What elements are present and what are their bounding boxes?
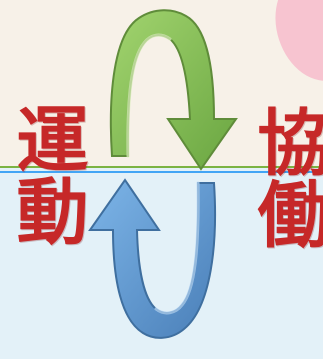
right-vertical-label: 協働 bbox=[245, 105, 323, 249]
green-divider-line bbox=[0, 166, 323, 168]
blue-curved-arrow-icon bbox=[88, 178, 217, 339]
blue-divider-line bbox=[0, 171, 323, 173]
left-vertical-label: 運動 bbox=[4, 102, 88, 246]
green-curved-arrow-icon bbox=[109, 9, 238, 171]
